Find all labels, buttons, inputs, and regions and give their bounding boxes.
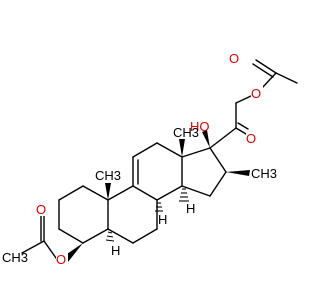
acetate-c3 (21, 215, 83, 262)
stereo-bonds (105, 130, 250, 242)
oxygen-label: O (36, 202, 46, 217)
oxygen-label: O (246, 131, 256, 146)
ring-c (132, 142, 183, 201)
hydrogen-label: H (158, 212, 167, 227)
methyl-label: CH3 (2, 250, 28, 265)
methyl-label: CH3 (251, 166, 277, 181)
hydrogen-label: H (186, 201, 195, 216)
oxygen-label: O (251, 86, 261, 101)
hydrogen-label: H (111, 243, 120, 258)
side-chain (209, 59, 298, 149)
atom-labels: O O O HO H H H CH3 CH3 CH3 CH3 O O (2, 51, 277, 267)
methyl-label: CH3 (173, 125, 199, 140)
structure-canvas: O O O HO H H H CH3 CH3 CH3 CH3 O O (2, 51, 298, 267)
molecule-drawing: O O O HO H H H CH3 CH3 CH3 CH3 O O (2, 51, 298, 267)
methyl-label: CH3 (95, 168, 121, 183)
hydroxyl-label: HO (190, 119, 210, 134)
ring-b (107, 185, 158, 244)
ring-d (181, 147, 227, 197)
oxygen-label: O (56, 252, 66, 267)
oxygen-label: O (229, 51, 239, 66)
ring-a (58, 185, 109, 244)
